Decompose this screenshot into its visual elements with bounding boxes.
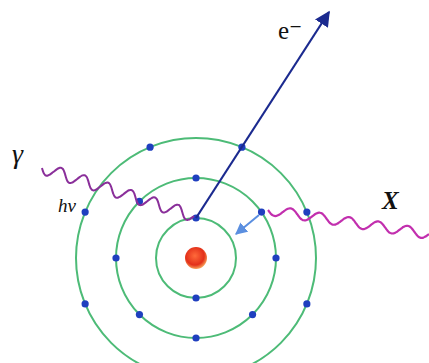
electron-dot (146, 144, 153, 151)
electrons (82, 144, 311, 342)
electron-dot (303, 300, 310, 307)
ejected-electron-arrow (196, 12, 329, 218)
electron-dot (258, 209, 265, 216)
electron-dot (192, 334, 199, 341)
shell-ring (116, 178, 276, 338)
x-ray-wave (268, 208, 429, 238)
electron-dot (82, 300, 89, 307)
electron-shells (76, 138, 316, 363)
electron-dot (303, 208, 310, 215)
shell-ring (156, 218, 236, 298)
shell-ring (76, 138, 316, 363)
electron-dot (192, 294, 199, 301)
symbol-label: hν (58, 196, 76, 215)
symbol-label: γ (12, 140, 23, 168)
electron-dot (82, 208, 89, 215)
electron-dot (249, 311, 256, 318)
electron-dot (272, 254, 279, 261)
electron-dot (192, 174, 199, 181)
electron-dot (112, 254, 119, 261)
symbol-label: X (382, 188, 399, 213)
symbol-label: e⁻ (278, 18, 302, 43)
gamma-photon-wave (42, 168, 194, 220)
electron-dot (136, 311, 143, 318)
nucleus (185, 247, 207, 269)
transition-arrow (236, 215, 259, 234)
